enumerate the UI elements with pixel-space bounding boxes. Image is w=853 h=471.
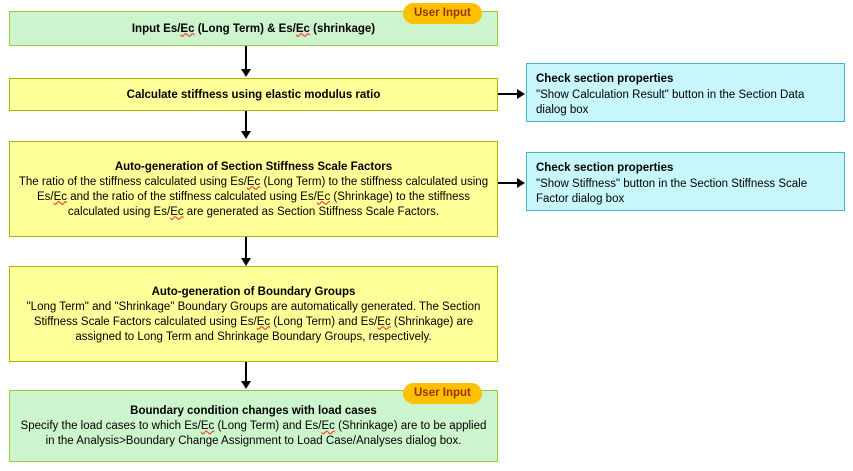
note2-title: Check section properties — [536, 162, 674, 174]
flow-node-step1-title: Input Es/Ec (Long Term) & Es/Ec (shrinka… — [10, 21, 497, 37]
connector-step3-note2-line — [498, 182, 518, 184]
step4-ec2: Ec — [377, 315, 391, 328]
step5-ec2: Ec — [321, 420, 335, 432]
step3-body-t4: (Shrinkage) to the stiffness calculated … — [67, 190, 470, 218]
flow-node-step3-body: The ratio of the stiffness calculated us… — [10, 175, 497, 220]
flow-node-step2[interactable]: Calculate stiffness using elastic modulu… — [9, 78, 498, 111]
flow-node-step5-title: Boundary condition changes with load cas… — [130, 405, 377, 417]
step4-body-t2: (Long Term) and Es/ — [270, 315, 378, 328]
connector-step2-note1-line — [498, 93, 518, 95]
step4-body-t3: (Shrinkage) are assigned to Long Term an… — [75, 315, 474, 343]
step3-ec3: Ec — [316, 190, 331, 203]
step3-body-t2: (Long Term) to the stiffness calculated … — [37, 175, 489, 203]
step5-body-t1: Specify the load cases to which Es/ — [20, 420, 201, 432]
step1-title-pre: Input Es/ — [131, 22, 181, 35]
connector-step3-note2-arrowhead — [517, 178, 525, 188]
step3-body-t5: are generated as Section Stiffness Scale… — [183, 205, 440, 218]
flow-node-step5-body: Specify the load cases to which Es/Ec (L… — [10, 419, 497, 449]
step1-title-mid: (Long Term) & Es/ — [194, 22, 296, 35]
step4-body-t1: "Long Term" and "Shrinkage" Boundary Gro… — [26, 300, 481, 328]
connector-step1-step2-line — [245, 46, 247, 70]
badge-user-input-step1: User Input — [403, 3, 482, 24]
step3-ec1: Ec — [246, 175, 261, 188]
connector-step2-step3-arrowhead — [241, 131, 251, 139]
flow-node-step4[interactable]: Auto-generation of Boundary Groups "Long… — [9, 266, 498, 362]
connector-step4-step5-arrowhead — [241, 381, 251, 389]
flow-node-step2-title: Calculate stiffness using elastic modulu… — [126, 88, 381, 101]
step3-body-t1: The ratio of the stiffness calculated us… — [18, 175, 247, 188]
connector-step1-step2-arrowhead — [241, 69, 251, 77]
note1-title: Check section properties — [536, 73, 674, 85]
badge-user-input-step5: User Input — [403, 383, 482, 404]
connector-step3-step4-arrowhead — [241, 258, 251, 266]
step3-body-t3: and the ratio of the stiffness calculate… — [67, 190, 317, 203]
note1-body: "Show Calculation Result" button in the … — [536, 89, 805, 116]
step4-ec1: Ec — [256, 315, 271, 328]
connector-step3-step4-line — [245, 237, 247, 260]
note-box-check-section-properties-1[interactable]: Check section properties "Show Calculati… — [526, 63, 845, 122]
step3-ec2: Ec — [53, 190, 68, 203]
connector-step2-step3-line — [245, 111, 247, 133]
step5-ec1: Ec — [200, 420, 215, 432]
step5-body-t2: (Long Term) and Es/ — [214, 420, 322, 432]
connector-step4-step5-line — [245, 362, 247, 383]
note-box-check-section-properties-2[interactable]: Check section properties "Show Stiffness… — [526, 152, 845, 211]
flow-node-step4-body: "Long Term" and "Shrinkage" Boundary Gro… — [10, 300, 497, 345]
step1-title-ec1: Ec — [180, 22, 195, 35]
flow-node-step4-title: Auto-generation of Boundary Groups — [151, 285, 356, 298]
connector-step2-note1-arrowhead — [517, 89, 525, 99]
step1-title-ec2: Ec — [295, 22, 310, 35]
note2-body: "Show Stiffness" button in the Section S… — [536, 178, 808, 205]
flow-node-step3[interactable]: Auto-generation of Section Stiffness Sca… — [9, 141, 498, 237]
step1-title-post: (shrinkage) — [309, 22, 376, 35]
flow-node-step3-title: Auto-generation of Section Stiffness Sca… — [114, 160, 393, 173]
step5-body-t3: (Shrinkage) are to be applied in the Ana… — [45, 420, 487, 447]
flow-node-step5[interactable]: Boundary condition changes with load cas… — [9, 390, 498, 462]
step3-ec4: Ec — [170, 205, 184, 218]
